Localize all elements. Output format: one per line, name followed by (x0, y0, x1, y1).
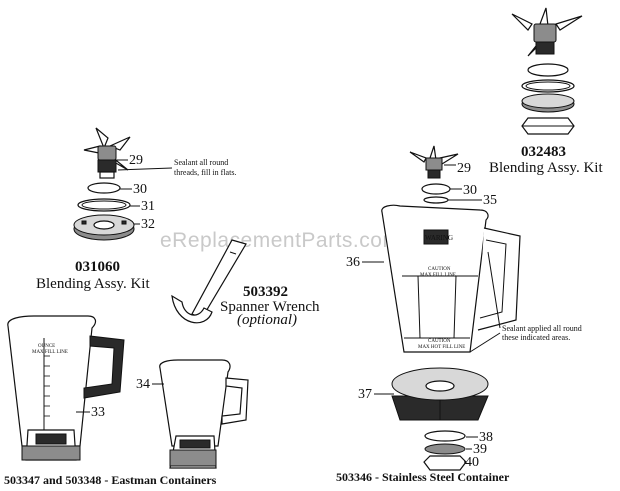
ounce-label: OUNCE (38, 344, 55, 349)
callout-29-right: 29 (457, 161, 471, 176)
caution-label-top: CAUTION (428, 267, 451, 272)
eastman-container-34 (159, 359, 249, 469)
max-hot-fill-label: MAX HOT FILL LINE (418, 345, 465, 350)
rings-stack-stainless (423, 430, 467, 471)
caption-stainless-container: 503346 - Stainless Steel Container (336, 470, 510, 484)
callout-36: 36 (346, 255, 360, 270)
o-ring-30-left (87, 182, 121, 194)
retainer-nut-32 (73, 214, 135, 241)
waring-logo: WARING (425, 234, 453, 242)
wrench-optional-note: (optional) (237, 312, 297, 328)
gasket-31 (77, 198, 131, 212)
callout-34: 34 (136, 377, 150, 392)
caption-eastman-containers: 503347 and 503348 - Eastman Containers (4, 473, 217, 487)
watermark-text: eReplacementParts.com (160, 229, 400, 252)
sealant-note-right-2: these indicated areas. (502, 333, 570, 342)
kit-name-right: Blending Assy. Kit (489, 160, 603, 176)
rings-stack-right (521, 63, 575, 135)
sealant-note-left-2: threads, fill in flats. (174, 168, 236, 177)
callout-35: 35 (483, 193, 497, 208)
base-37 (391, 367, 489, 421)
wrench-name: Spanner Wrench (220, 299, 320, 315)
callout-31: 31 (141, 199, 155, 214)
wrench-number: 503392 (243, 284, 288, 300)
callout-38: 38 (479, 430, 493, 445)
callout-30-right: 30 (463, 183, 477, 198)
kit-name-left: Blending Assy. Kit (36, 276, 150, 292)
blade-assembly-stainless (409, 145, 459, 179)
callout-33: 33 (91, 405, 105, 420)
callout-40: 40 (465, 455, 479, 470)
stainless-container-36 (381, 204, 521, 353)
kit-number-032483: 032483 (521, 144, 566, 160)
sealant-note-right-1: Sealant applied all round (502, 324, 582, 333)
caution-label-bottom: CAUTION (428, 339, 451, 344)
kit-number-031060: 031060 (75, 259, 120, 275)
max-fill-label: MAX FILL LINE (420, 273, 456, 278)
max-fill-label-eastman: MAX FILL LINE (32, 350, 68, 355)
o-ring-30-right (421, 183, 451, 195)
spanner-wrench (171, 239, 247, 324)
callout-32: 32 (141, 217, 155, 232)
gasket-35 (423, 196, 449, 204)
callout-37: 37 (358, 387, 372, 402)
sealant-note-left-1: Sealant all round (174, 158, 228, 167)
callout-29-left: 29 (129, 153, 143, 168)
eastman-container-33 (7, 315, 125, 461)
callout-30-left: 30 (133, 182, 147, 197)
blade-assembly-left (83, 127, 131, 179)
callout-39: 39 (473, 442, 487, 457)
blade-assembly-right (511, 7, 583, 57)
